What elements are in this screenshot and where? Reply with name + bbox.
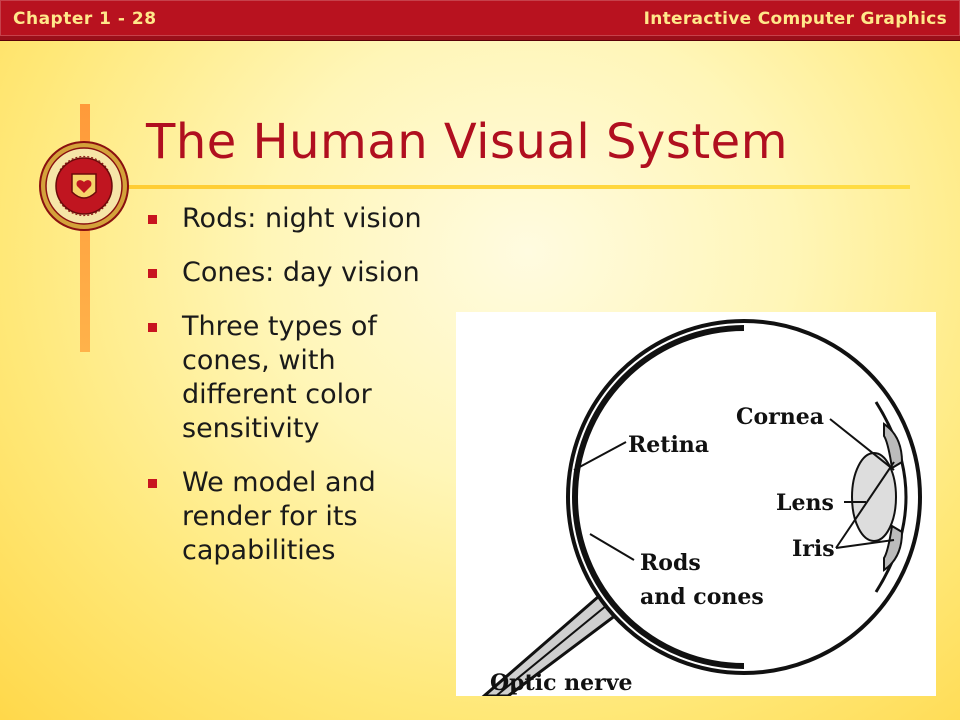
bullet-item: Three types of cones, with different col… [148, 310, 438, 446]
label-retina: Retina [628, 432, 709, 458]
label-lens: Lens [776, 490, 834, 516]
bullet-text: Cones: day vision [182, 257, 420, 288]
bullet-item: We model and render for its capabilities [148, 466, 438, 568]
label-optic-nerve: Optic nerve [490, 670, 632, 696]
label-iris: Iris [792, 536, 835, 562]
bullet-square-icon [148, 479, 157, 488]
bullet-item: Rods: night vision [148, 202, 438, 236]
header-inner: Chapter 1 - 28 Interactive Computer Grap… [0, 0, 960, 36]
bullet-text: Rods: night vision [182, 203, 422, 234]
university-seal-icon [39, 141, 129, 231]
bullet-text: Three types of cones, with different col… [182, 311, 377, 444]
slide-title: The Human Visual System [146, 114, 788, 170]
bullet-square-icon [148, 269, 157, 278]
label-rods: Rods [640, 550, 701, 576]
course-title: Interactive Computer Graphics [643, 9, 947, 29]
chapter-label: Chapter 1 - 28 [13, 9, 157, 29]
label-and-cones: and cones [640, 584, 764, 610]
header-bar: Chapter 1 - 28 Interactive Computer Grap… [0, 0, 960, 41]
bullet-item: Cones: day vision [148, 256, 438, 290]
bullet-square-icon [148, 323, 157, 332]
label-cornea: Cornea [736, 404, 824, 430]
eye-diagram: Cornea Retina Lens Iris Rods and cones O… [456, 312, 936, 696]
title-underline [110, 185, 910, 189]
bullet-square-icon [148, 215, 157, 224]
bullet-list: Rods: night vision Cones: day vision Thr… [148, 202, 438, 588]
eye-diagram-svg: Cornea Retina Lens Iris Rods and cones O… [481, 319, 922, 696]
bullet-text: We model and render for its capabilities [182, 467, 376, 566]
